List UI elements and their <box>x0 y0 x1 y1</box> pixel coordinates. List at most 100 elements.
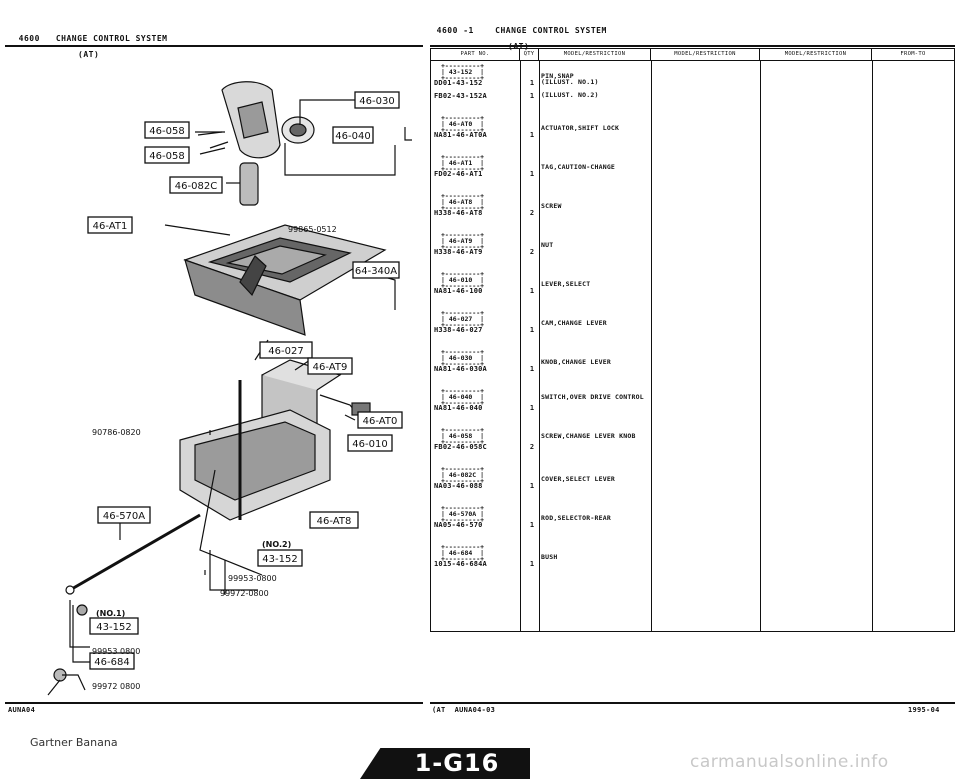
description: BUSH <box>541 553 558 561</box>
note-99972-0800-b: 99972 0800 <box>92 682 140 691</box>
description: ACTUATOR,SHIFT LOCK <box>541 124 620 132</box>
table-row: +---------+ | 46-AT9 | +---------+ H338-… <box>431 232 954 262</box>
callout-46-684: 46-684 <box>94 657 129 668</box>
table-row: +---------+ | 46-058 | +---------+ FB02-… <box>431 427 954 457</box>
table-row: +---------+ | 46-040 | +---------+ NA81-… <box>431 388 954 418</box>
note-99865-0512: 99865-0512 <box>288 225 337 234</box>
parts-table: PART NO. QTY MODEL/RESTRICTION MODEL/RES… <box>430 48 955 632</box>
description: (ILLUST. NO.1) <box>541 78 599 86</box>
right-footer-code: (AT AUNA04-03 <box>432 706 496 714</box>
ref-number: 43-152 <box>448 68 473 76</box>
part-number: FB02-46-058C <box>434 443 487 451</box>
table-row: +---------+ | 46-570A | +---------+ NA05… <box>431 505 954 535</box>
column-header-model-3: MODEL/RESTRICTION <box>760 49 872 60</box>
quantity: 2 <box>529 443 535 451</box>
table-row: +---------+ | 43-152 | +---------+ DD01-… <box>431 63 954 93</box>
part-number: 1015-46-684A <box>434 560 487 568</box>
ref-number: 46-058 <box>448 432 473 440</box>
part-number: NA81-46-030A <box>434 365 487 373</box>
quantity: 1 <box>529 79 535 87</box>
note-99953-0800: 99953-0800 <box>228 574 277 583</box>
column-header-qty: QTY <box>520 49 539 60</box>
description: TAG,CAUTION-CHANGE <box>541 163 616 171</box>
ref-box: +---------+ | 46-AT0 | +---------+ <box>441 114 485 134</box>
part-number: NA03-46-088 <box>434 482 483 490</box>
part-number: DD01-43-152 <box>434 79 483 87</box>
part-number: NA05-46-570 <box>434 521 483 529</box>
ref-number: 46-AT8 <box>448 198 473 206</box>
ref-box: +---------+ | 46-684 | +---------+ <box>441 543 485 563</box>
ref-number: 46-AT9 <box>448 237 473 245</box>
ref-number: 46-010 <box>448 276 473 284</box>
ref-number: 46-684 <box>448 549 473 557</box>
footer-divider-left <box>5 702 423 704</box>
callout-46-027: 46-027 <box>268 346 303 357</box>
callout-64-340a: 64-340A <box>355 266 397 277</box>
ref-box: +---------+ | 46-010 | +---------+ <box>441 270 485 290</box>
ref-number: 46-030 <box>448 354 473 362</box>
part-number: NA81-46-040 <box>434 404 483 412</box>
callout-46-at1: 46-AT1 <box>93 221 128 232</box>
description: PIN,SNAP <box>541 72 574 80</box>
callout-46-at9: 46-AT9 <box>313 362 348 373</box>
table-row: +---------+ | 46-AT8 | +---------+ H338-… <box>431 193 954 223</box>
quantity: 1 <box>529 482 535 490</box>
left-page-title: 4600 CHANGE CONTROL SYSTEM <box>18 34 168 43</box>
part-number: H338-46-AT8 <box>434 209 483 217</box>
quantity: 2 <box>529 209 535 217</box>
column-divider <box>520 61 521 631</box>
note-illust-no1: (NO.1) <box>96 609 125 618</box>
quantity: 1 <box>529 365 535 373</box>
column-header-part-no: PART NO. <box>431 49 520 60</box>
ref-number: 46-082C <box>448 471 477 479</box>
left-page-header: 4600 CHANGE CONTROL SYSTEM (AT) <box>8 27 168 67</box>
description: ROD,SELECTOR-REAR <box>541 514 611 522</box>
callout-46-at8: 46-AT8 <box>317 516 352 527</box>
description: LEVER,SELECT <box>541 280 591 288</box>
ref-number: 46-027 <box>448 315 473 323</box>
exploded-parts-diagram: 46-030 46-058 46-058 46-040 46-082C 46-A… <box>47 81 412 696</box>
callout-43-152-no1: 43-152 <box>96 622 131 633</box>
callout-46-010: 46-010 <box>352 439 387 450</box>
description: KNOB,CHANGE LEVER <box>541 358 611 366</box>
ref-box: +---------+ | 46-058 | +---------+ <box>441 426 485 446</box>
note-99953-0800-b: 99953 0800 <box>92 647 140 656</box>
callout-46-058-b: 46-058 <box>149 151 184 162</box>
callout-46-058-a: 46-058 <box>149 126 184 137</box>
ref-box: +---------+ | 46-AT1 | +---------+ <box>441 153 485 173</box>
table-row: +---------+ | 46-AT1 | +---------+ FD02-… <box>431 154 954 184</box>
table-row: +---------+ | 46-010 | +---------+ NA81-… <box>431 271 954 301</box>
footer-date: 1995-04 <box>908 706 940 714</box>
ref-box: +---------+ | 46-082C | +---------+ <box>441 465 485 485</box>
ref-box: +---------+ | 46-040 | +---------+ <box>441 387 485 407</box>
part-number: FD02-46-AT1 <box>434 170 483 178</box>
part-number: NA81-46-100 <box>434 287 483 295</box>
note-illust-no2: (NO.2) <box>262 540 291 549</box>
quantity: 1 <box>529 170 535 178</box>
quantity: 1 <box>529 131 535 139</box>
column-divider <box>760 61 761 631</box>
column-divider <box>651 61 652 631</box>
left-page-subtitle: (AT) <box>78 50 100 59</box>
part-number: H338-46-AT9 <box>434 248 483 256</box>
watermark-text: carmanualsonline.info <box>690 752 889 772</box>
quantity: 2 <box>529 248 535 256</box>
part-number: NA81-46-AT0A <box>434 131 487 139</box>
column-header-model-1: MODEL/RESTRICTION <box>539 49 651 60</box>
brand-label: Gartner Banana <box>30 736 118 749</box>
ref-box: +---------+ | 46-AT8 | +---------+ <box>441 192 485 212</box>
quantity: 1 <box>529 521 535 529</box>
table-row: 1 FB02-43-152A (ILLUST. NO.1) (ILLUST. N… <box>431 76 954 106</box>
table-row: +---------+ | 46-AT0 | +---------+ NA81-… <box>431 115 954 145</box>
note-90786-0820: 90786-0820 <box>92 428 141 437</box>
callout-46-040: 46-040 <box>335 131 370 142</box>
description: SWITCH,OVER DRIVE CONTROL <box>541 393 644 401</box>
part-number: FB02-43-152A <box>434 92 487 100</box>
quantity: 1 <box>529 92 535 100</box>
table-row: +---------+ | 46-027 | +---------+ H338-… <box>431 310 954 340</box>
ref-box: +---------+ | 43-152 | +---------+ <box>441 62 485 82</box>
quantity: 1 <box>529 326 535 334</box>
ref-box: +---------+ | 46-027 | +---------+ <box>441 309 485 329</box>
note-99972-0800: 99972-0800 <box>220 589 269 598</box>
ref-box: +---------+ | 46-AT9 | +---------+ <box>441 231 485 251</box>
